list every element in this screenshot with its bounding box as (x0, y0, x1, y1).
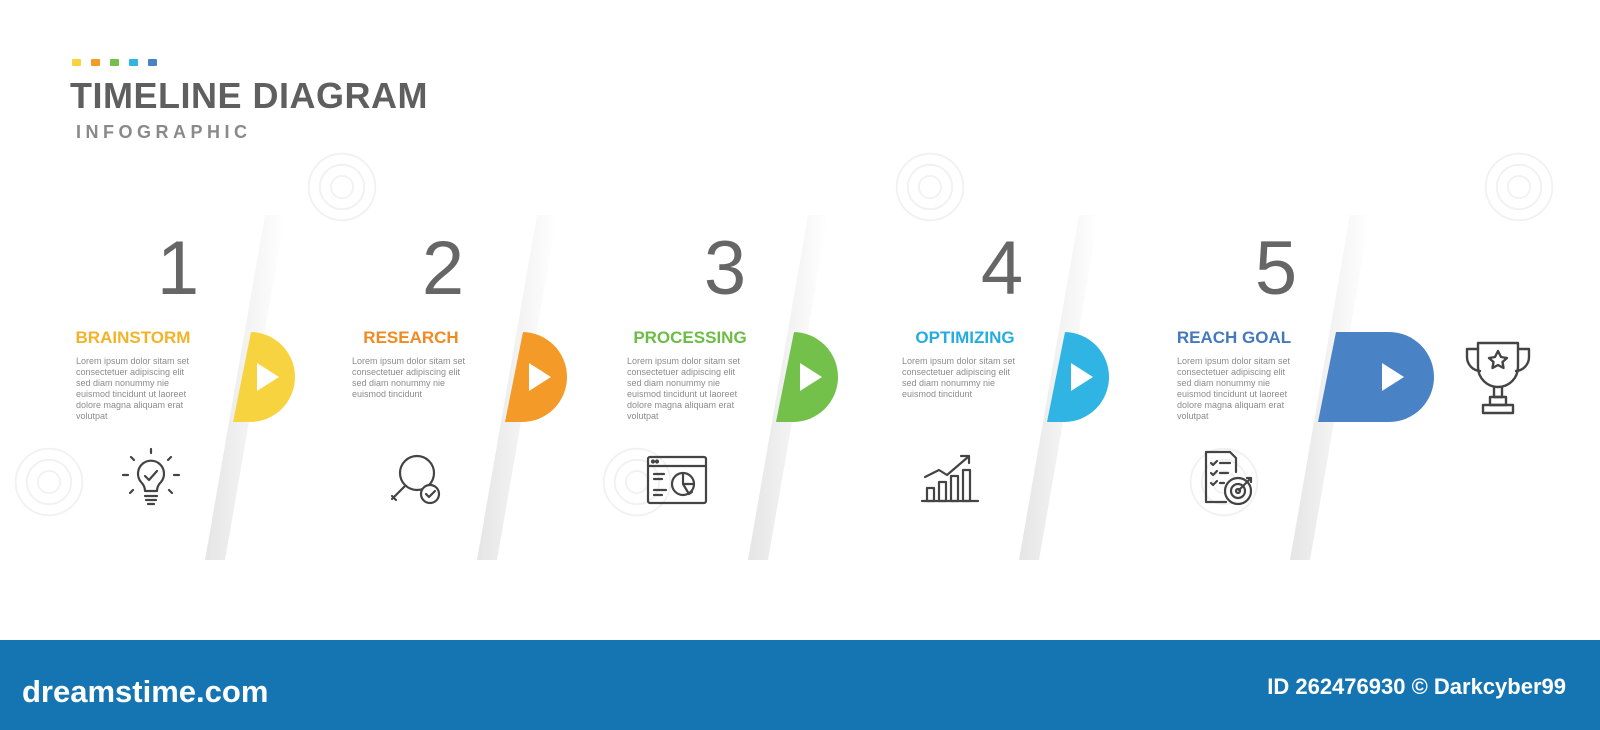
step-label: BRAINSTORM (75, 328, 191, 347)
checklist-target-icon (1204, 450, 1253, 506)
step-number: 1 (156, 226, 200, 311)
watermark-spiral-icon (307, 152, 377, 222)
step-number: 2 (421, 226, 465, 311)
magnifier-check-icon (390, 454, 441, 505)
footer-logo: dreamstime.com (22, 674, 269, 709)
dot-blue (129, 59, 138, 66)
step-number: 5 (1254, 226, 1298, 311)
page-subtitle: INFOGRAPHIC (76, 122, 252, 142)
step-number: 4 (980, 226, 1024, 311)
step-label: PROCESSING (633, 328, 747, 347)
footer-bar (0, 640, 1600, 730)
dot-orange (91, 59, 100, 66)
page-title: TIMELINE DIAGRAM (70, 75, 428, 116)
play-arrow-icon (800, 363, 822, 391)
watermark-spiral-icon (14, 447, 84, 517)
dot-green (110, 59, 119, 66)
footer-image-id: ID 262476930 © Darkcyber99 (1267, 674, 1566, 699)
browser-chart-icon (646, 455, 708, 505)
step-arrow-4 (1047, 332, 1109, 422)
play-arrow-icon (529, 363, 551, 391)
step-label: REACH GOAL (1176, 328, 1292, 347)
step-description: Lorem ipsum dolor sitam set consectetuer… (352, 356, 466, 399)
color-dots (72, 59, 157, 66)
play-arrow-icon (1071, 363, 1093, 391)
step-label: OPTIMIZING (915, 328, 1015, 347)
play-arrow-icon (1382, 363, 1404, 391)
step-description: Lorem ipsum dolor sitam set consectetuer… (1177, 356, 1291, 421)
step-label: RESEARCH (363, 328, 459, 347)
watermark-spiral-icon (895, 152, 965, 222)
watermark-spiral-icon (602, 447, 672, 517)
dot-navy (148, 59, 157, 66)
step-description: Lorem ipsum dolor sitam set consectetuer… (76, 356, 190, 421)
watermark-spiral-icon (1484, 152, 1554, 222)
growth-chart-icon (920, 454, 980, 503)
timeline: 1 2 3 4 5 BRAINSTORM RESEARCH PROCESSING… (14, 152, 1554, 560)
step-arrow-2 (505, 332, 567, 422)
lightbulb-check-icon (121, 447, 181, 506)
step-arrow-1 (233, 332, 295, 422)
play-arrow-icon (257, 363, 279, 391)
step-description: Lorem ipsum dolor sitam set consectetuer… (627, 356, 741, 421)
step-arrow-3 (776, 332, 838, 422)
step-arrow-5 (1318, 332, 1434, 422)
trophy-icon (1465, 341, 1531, 415)
step-description: Lorem ipsum dolor sitam set consectetuer… (902, 356, 1016, 399)
dot-yellow (72, 59, 81, 66)
step-number: 3 (703, 226, 747, 311)
